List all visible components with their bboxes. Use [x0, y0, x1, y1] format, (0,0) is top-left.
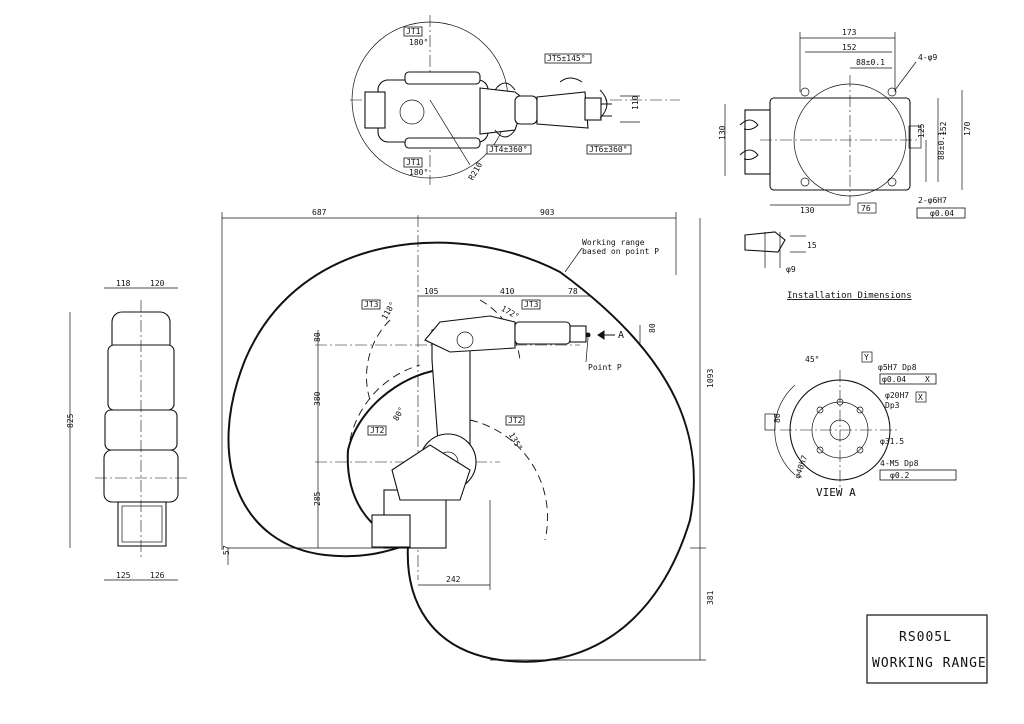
dim-285: 285 — [313, 491, 322, 506]
tag-jt5: JT5±145° — [544, 53, 592, 64]
dim-57: 57 — [222, 545, 231, 555]
datum-x-ref: X — [925, 375, 930, 384]
svg-text:JT3: JT3 — [364, 300, 379, 309]
hole-5h7: φ5H7 Dp8 — [878, 363, 917, 372]
installation-view: 173 152 88±0.1 4-φ9 130 152 170 88±0.1 1… — [718, 28, 972, 301]
view-a-angle: 45° — [805, 355, 819, 364]
tag-jt1-bot: JT1 — [403, 157, 423, 168]
view-arrow-a: A — [618, 330, 624, 341]
tag-jt1-top: JT1 — [403, 26, 423, 37]
dim-242: 242 — [446, 575, 461, 584]
tag-jt2-a: JT2 — [367, 425, 387, 436]
tag-jt3-a: JT3 — [361, 299, 381, 310]
datum-y: Y — [864, 353, 869, 362]
svg-text:JT1: JT1 — [406, 158, 421, 167]
svg-text:JT4±360°: JT4±360° — [489, 145, 528, 154]
dim-holes: 4-φ9 — [918, 53, 937, 62]
jt2-angle-a: 80° — [391, 405, 406, 422]
pcd: φ31.5 — [880, 437, 904, 446]
title-block: RS005L WORKING RANGE — [866, 614, 988, 684]
top-view: 110 R210 JT1 180° JT1 180° JT5±145° JT4±… — [350, 15, 680, 185]
point-p-label: Point P — [588, 363, 622, 372]
dim-76: 76 — [861, 204, 871, 213]
m5: 4-M5 Dp8 — [880, 459, 919, 468]
bore-dp: Dp3 — [885, 401, 900, 410]
working-range-line1: Working range — [582, 238, 645, 247]
working-range-line2: based on point P — [582, 247, 659, 256]
tag-m5-tol: φ0.2 — [879, 469, 957, 481]
dim-1093: 1093 — [706, 369, 715, 388]
svg-text:JT2: JT2 — [370, 426, 385, 435]
jt1-top-angle: 180° — [409, 38, 428, 47]
dim-15: 15 — [807, 241, 817, 250]
dim-825: 825 — [66, 413, 75, 428]
dim-381: 381 — [706, 590, 715, 605]
dim-phi9: φ9 — [786, 265, 796, 274]
svg-text:φ0.2: φ0.2 — [890, 471, 909, 480]
dim-903: 903 — [540, 208, 555, 217]
tag-tol-5h7: φ0.04 — [879, 373, 937, 385]
dim-380: 380 — [313, 391, 322, 406]
dim-410: 410 — [500, 287, 515, 296]
front-view: 118 120 825 125 126 — [66, 279, 188, 581]
datum-x: X — [918, 393, 923, 402]
tag-pin-tol: φ0.04 — [916, 207, 966, 219]
side-view: Point P A Working range based on point P… — [221, 208, 715, 663]
dim-78: 78 — [568, 287, 578, 296]
drawing-subtitle: WORKING RANGE — [872, 656, 987, 671]
dim-110: 110 — [631, 95, 640, 110]
svg-text:JT2: JT2 — [508, 416, 523, 425]
dim-pin: 2-φ6H7 — [918, 196, 947, 205]
svg-text:JT5±145°: JT5±145° — [547, 54, 586, 63]
svg-text:JT1: JT1 — [406, 27, 421, 36]
installation-title: Installation Dimensions — [787, 291, 912, 301]
dim-118: 118 — [116, 279, 131, 288]
dim-88-top: 88±0.1 — [856, 58, 885, 67]
svg-text:JT3: JT3 — [524, 300, 539, 309]
dim-80-tool: 80 — [648, 323, 657, 333]
model-name: RS005L — [899, 630, 952, 645]
jt2-angle-b: 135° — [507, 431, 524, 452]
tag-jt4: JT4±360° — [486, 144, 532, 155]
dim-125: 125 — [917, 123, 926, 138]
dim-130-left: 130 — [718, 125, 727, 140]
dim-88-right: 88±0.1 — [937, 131, 946, 160]
bore: φ20H7 — [885, 391, 909, 400]
tag-jt3-b: JT3 — [521, 299, 541, 310]
jt1-bot-angle: 180° — [409, 168, 428, 177]
dim-173: 173 — [842, 28, 857, 37]
dim-105: 105 — [424, 287, 439, 296]
view-a-title: VIEW A — [816, 486, 856, 499]
dim-687: 687 — [312, 208, 327, 217]
dim-130-bottom: 130 — [800, 206, 815, 215]
dim-152-right: 152 — [939, 121, 948, 136]
dim-126: 126 — [150, 571, 165, 580]
tag-jt2-b: JT2 — [505, 415, 525, 426]
svg-text:φ0.04: φ0.04 — [882, 375, 906, 384]
dim-80-view-a: 80 — [773, 413, 782, 423]
dim-120: 120 — [150, 279, 165, 288]
dim-80-top: 80 — [313, 332, 322, 342]
jt3-angle-a: 118° — [380, 300, 397, 321]
dim-125: 125 — [116, 571, 131, 580]
svg-text:JT6±360°: JT6±360° — [589, 145, 628, 154]
dim-170: 170 — [963, 121, 972, 136]
view-a: 45° Y φ5H7 Dp8 φ0.04 X φ20H7 Dp3 X φ31.5… — [764, 351, 957, 499]
dim-152: 152 — [842, 43, 857, 52]
tag-jt6: JT6±360° — [586, 144, 632, 155]
svg-text:φ0.04: φ0.04 — [930, 209, 954, 218]
